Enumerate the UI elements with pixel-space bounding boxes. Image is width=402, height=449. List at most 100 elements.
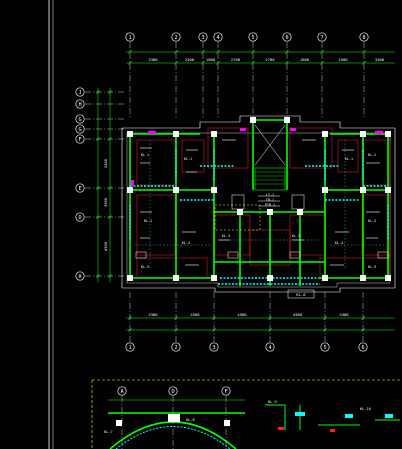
bottom-axis-6-label: 6: [361, 345, 364, 351]
bottom-dimension-tick: [212, 316, 216, 320]
top-dimension-tick: [216, 61, 220, 65]
detail-column-left: [116, 420, 122, 426]
bottom-dim-value-4: 4500: [293, 312, 303, 317]
left-dimension-tick: [96, 137, 100, 141]
section-details: [265, 404, 400, 430]
bottom-axis-3-label: 3: [212, 345, 215, 351]
top-axis-4-bubble: [213, 32, 223, 42]
top-axis-6-label: 6: [285, 35, 288, 41]
top-axis-4-label: 4: [216, 35, 219, 41]
top-dimension-tick: [320, 61, 324, 65]
top-dim-value-6: 1800: [300, 57, 310, 62]
top-axis-8-label: 8: [362, 35, 365, 41]
section-detail-rebar: [278, 427, 335, 432]
left-axis-D-6-label: D: [78, 215, 81, 221]
left-dimension-tick: [108, 274, 112, 278]
bottom-axis-5-label: 5: [323, 345, 326, 351]
top-axis-8-bubble: [359, 32, 369, 42]
top-dim-value-3: 1800: [206, 57, 216, 62]
top-axis-3-bubble: [198, 32, 208, 42]
bottom-axis-1-bubble: [125, 342, 135, 352]
bottom-axis-4-label: 4: [268, 345, 271, 351]
window-openings: [129, 150, 389, 285]
floor-plan: [121, 115, 396, 293]
top-axis-2-bubble: [171, 32, 181, 42]
bottom-tag-text: KL-6: [296, 292, 306, 297]
left-axis-E-5-label: E: [78, 186, 81, 192]
room-outlines: [136, 127, 391, 279]
stair-note-line-3: PTB-1: [265, 203, 275, 207]
stair-treads: [255, 171, 285, 185]
detail-axis-D-bubble: [168, 386, 178, 396]
room-tag-3: KL-1: [184, 157, 192, 161]
bottom-dimension-tick: [361, 316, 365, 320]
top-dimension-tick: [320, 50, 324, 54]
top-dimension-tick: [362, 50, 366, 54]
top-dimension-tick: [174, 61, 178, 65]
columns: [127, 117, 391, 281]
room-tag-8: KL-3: [292, 234, 300, 238]
bottom-dimension-tick: [212, 328, 216, 332]
detail-section: [91, 379, 402, 449]
left-dimension-tick: [96, 274, 100, 278]
left-dimension-tick: [96, 215, 100, 219]
detail-label-2: KL-8: [186, 418, 195, 422]
bottom-dimension-tick: [361, 328, 365, 332]
top-dimension-tick: [285, 50, 289, 54]
top-dim-value-8: 3300: [375, 57, 385, 62]
left-dimension-tick: [108, 215, 112, 219]
top-axis-2-label: 2: [174, 35, 177, 41]
bottom-dimension-tick: [268, 328, 272, 332]
bottom-axis-3-bubble: [209, 342, 219, 352]
bottom-dim-value-5: 3300: [339, 312, 349, 317]
left-axis-H-1-bubble: [75, 99, 85, 109]
top-axis-7-label: 7: [320, 35, 323, 41]
room-tag-10: KL-4: [335, 241, 343, 245]
left-axis-H-1-label: H: [78, 102, 81, 108]
left-axis-G-3-label: G: [78, 127, 81, 133]
top-dimension-tick: [285, 61, 289, 65]
plan-annotation-text: [140, 139, 380, 266]
left-dimension-tick: [108, 186, 112, 190]
left-dim-value-2: 3900: [103, 197, 108, 207]
left-dimension-tick: [96, 90, 100, 94]
top-dimension-tick: [174, 50, 178, 54]
bottom-dim-value-3: 4500: [237, 312, 247, 317]
detail-axis-F-bubble: [221, 386, 231, 396]
top-axis-1-label: 1: [128, 35, 131, 41]
left-axis-E-5-bubble: [75, 183, 85, 193]
left-dimension-tick: [108, 90, 112, 94]
top-dim-value-4: 2700: [231, 57, 241, 62]
top-axis-7-bubble: [317, 32, 327, 42]
room-tag-4: KL-1: [345, 157, 353, 161]
detail-label-3: KL-9: [268, 400, 277, 404]
bottom-dimension-tick: [268, 316, 272, 320]
bottom-dimension-tick: [174, 316, 178, 320]
left-axis-F-4-bubble: [75, 134, 85, 144]
left-axis-D-6-bubble: [75, 212, 85, 222]
top-dimension-tick: [251, 50, 255, 54]
top-axis-3-label: 3: [201, 35, 204, 41]
top-axis-1-bubble: [125, 32, 135, 42]
top-dimension-tick: [128, 50, 132, 54]
left-axis-A-7-label: A: [78, 274, 82, 280]
top-dim-value-7: 2500: [338, 57, 348, 62]
left-dimension-tick: [96, 186, 100, 190]
room-tag-6: KL-2: [368, 153, 376, 157]
left-axis-G-2-bubble: [75, 114, 85, 124]
top-dim-value-5: 2700: [265, 57, 275, 62]
detail-axis-F-label: F: [224, 389, 227, 395]
top-dimension-tick: [128, 61, 132, 65]
detail-arc-window: [115, 426, 231, 449]
bottom-axis-6-bubble: [358, 342, 368, 352]
elevator-cross-b: [254, 124, 286, 166]
top-dimension-tick: [216, 50, 220, 54]
left-dim-value-3: 4500: [103, 241, 108, 251]
bottom-axis-1-label: 1: [128, 345, 131, 351]
bottom-dimension-tick: [128, 316, 132, 320]
detail-axis-A-label: A: [120, 389, 124, 395]
bottom-dim-value-1: 3300: [148, 312, 158, 317]
bottom-axis-4-bubble: [265, 342, 275, 352]
highlight-zone: [214, 204, 261, 231]
bottom-dimension-tick: [128, 328, 132, 332]
